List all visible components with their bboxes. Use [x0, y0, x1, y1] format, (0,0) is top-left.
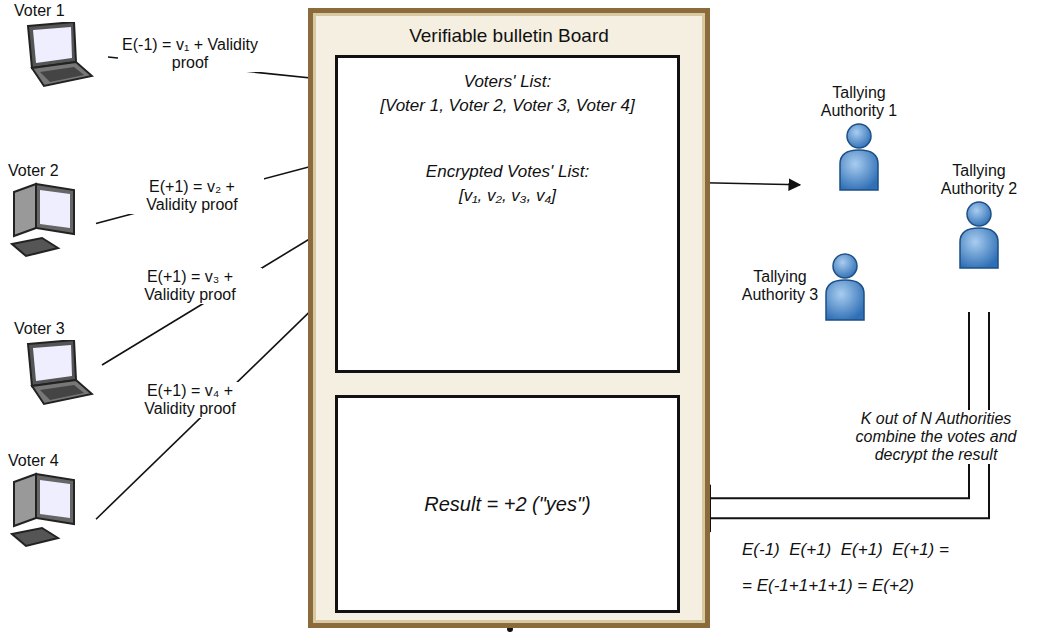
edge-label: E(+1) = v₄ + Validity proof [118, 382, 262, 418]
computer-icon [8, 182, 88, 262]
formula-text: = E(-1+1+1+1) = E(+2) [742, 576, 914, 596]
voter-computer: Voter 4 [8, 452, 96, 564]
result-box: Result = +2 ("yes") [335, 395, 680, 613]
edge-label: E(+1) = v₃ + Validity proof [118, 268, 262, 304]
computer-icon [14, 340, 94, 410]
node-text: Voter 2 [8, 162, 59, 180]
vote-arrow [96, 287, 335, 519]
tallying-authority: Tallying Authority 3 [740, 236, 900, 336]
node-text: Tallying Authority 1 [800, 84, 918, 120]
node-text: Result = +2 ("yes") [424, 493, 590, 516]
voter-computer: Voter 3 [14, 320, 102, 420]
node-text: Voter 1 [14, 2, 65, 20]
voters-list-box: Voters' List: [Voter 1, Voter 2, Voter 3,… [335, 55, 680, 373]
node-text: Voters' List: [464, 72, 552, 92]
bulletin-board: Verifiable bulletin BoardVoters' List: [V… [308, 8, 710, 628]
voter-computer: Voter 2 [8, 162, 96, 274]
node-text: Encrypted Votes' List: [426, 162, 589, 182]
edge-label: E(-1) = v₁ + Validity proof [118, 36, 262, 72]
vote-arrow [96, 160, 335, 224]
tallying-authority: Tallying Authority 2 [920, 162, 1038, 312]
edge-label: E(+1) = v₂ + Validity proof [120, 178, 264, 214]
formula-text: E(-1) E(+1) E(+1) E(+1) = [742, 540, 949, 560]
node-text: Verifiable bulletin Board [313, 25, 705, 47]
node-text: Voter 4 [8, 452, 59, 470]
node-text: [v₁, v₂, v₃, v₄] [459, 186, 556, 206]
node-text: Voter 3 [14, 320, 65, 338]
person-icon [820, 252, 870, 322]
node-text: Tallying Authority 2 [920, 162, 1038, 198]
computer-icon [8, 472, 88, 552]
node-text: [Voter 1, Voter 2, Voter 3, Voter 4] [380, 96, 635, 116]
node-text: Tallying Authority 3 [740, 268, 820, 304]
person-icon [954, 200, 1004, 270]
computer-icon [14, 22, 94, 92]
person-icon [834, 122, 884, 192]
edge-note: K out of N Authorities combine the votes… [828, 410, 1043, 464]
tallying-authority: Tallying Authority 1 [800, 84, 918, 224]
vote-arrow [102, 224, 335, 365]
voter-computer: Voter 1 [14, 2, 102, 102]
